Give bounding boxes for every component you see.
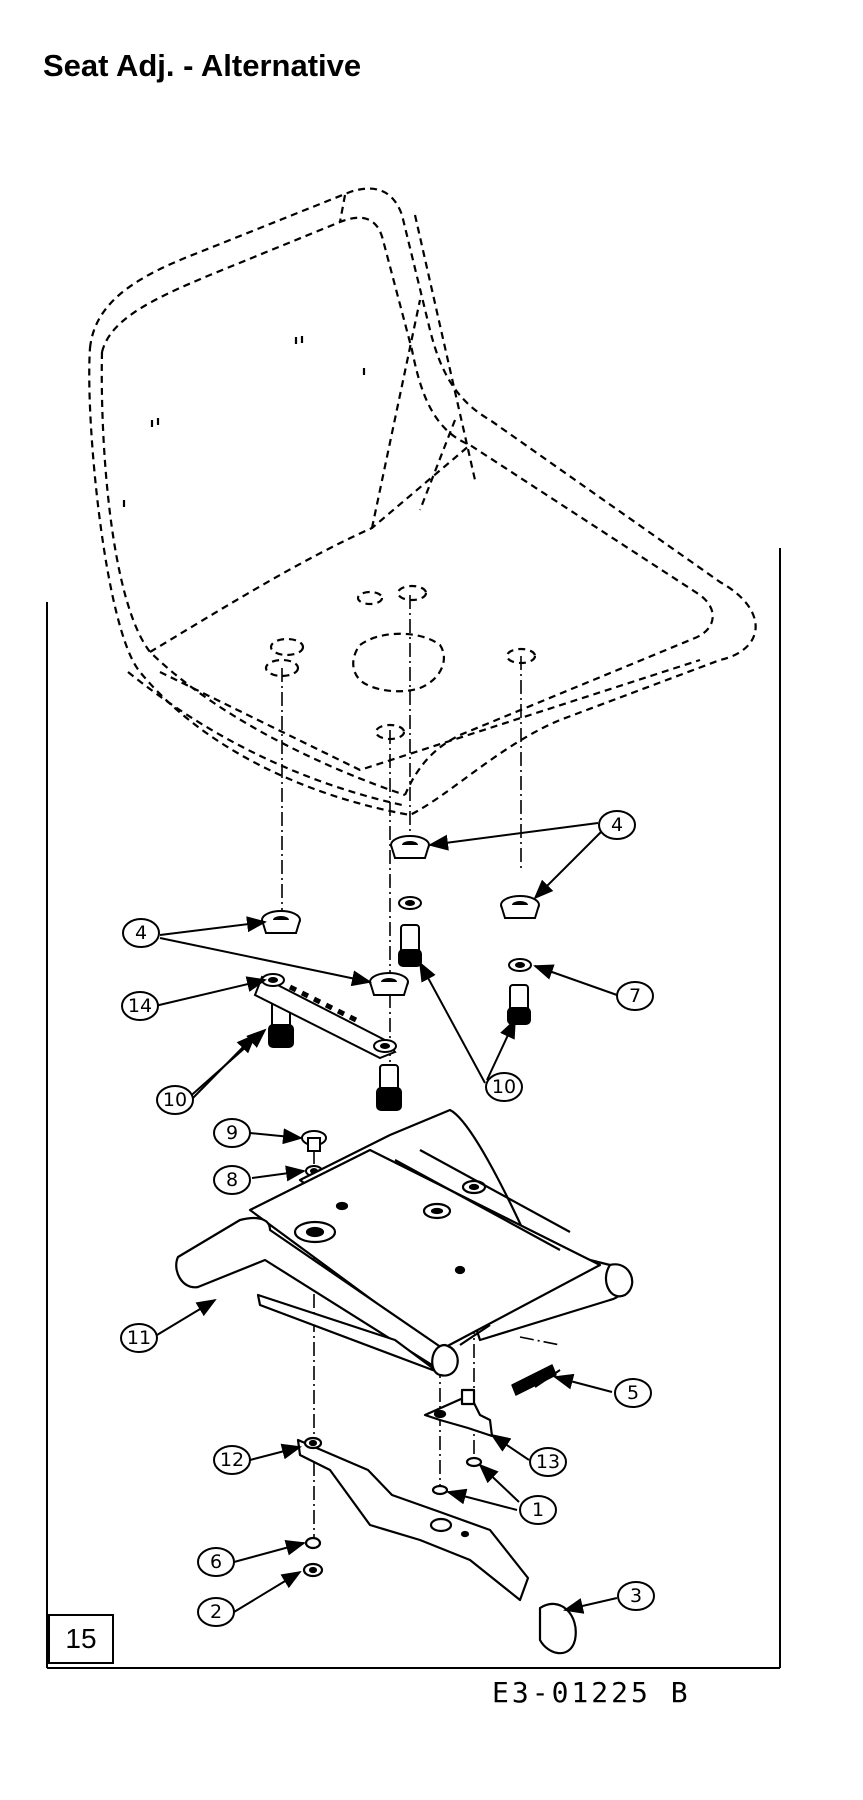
callout-label-4-left: 4 [135,922,147,944]
callout-14 [121,991,159,1021]
page-number: 15 [48,1614,114,1664]
callout-6 [197,1547,235,1577]
callout-2 [197,1597,235,1627]
callout-11 [120,1323,158,1353]
callout-label-4-right: 4 [611,814,623,836]
callout-7 [616,981,654,1011]
callout-4-right [598,810,636,840]
callout-5 [614,1378,652,1408]
callout-4-left [122,918,160,948]
callout-10-right [485,1072,523,1102]
callout-label-6: 6 [210,1551,222,1573]
callout-label-13: 13 [536,1451,560,1473]
callout-label-2: 2 [210,1601,222,1623]
callout-13 [529,1447,567,1477]
callout-3 [617,1581,655,1611]
callout-labels: 4 4 14 7 10 10 9 8 11 5 13 12 1 6 2 3 [127,814,642,1623]
callout-label-12: 12 [220,1449,244,1471]
callout-label-9: 9 [226,1122,238,1144]
callout-bubbles [120,810,655,1627]
page-frame [46,548,781,1669]
page-title: Seat Adj. - Alternative [43,48,362,83]
leader-lines [151,822,618,1614]
callout-label-10-left: 10 [163,1089,187,1111]
callout-label-10-right: 10 [492,1076,516,1098]
callout-label-11: 11 [127,1327,151,1349]
callout-12 [213,1445,251,1475]
callout-label-3: 3 [630,1585,642,1607]
slide-plate [175,1108,634,1377]
callout-label-14: 14 [128,995,152,1017]
assembly-center-lines [281,595,561,1550]
callout-10-left [156,1085,194,1115]
callout-label-1: 1 [532,1499,544,1521]
callout-label-8: 8 [226,1169,238,1191]
drawing-code: E3-01225 B [492,1676,691,1709]
callout-9 [213,1118,251,1148]
callout-label-7: 7 [629,985,641,1007]
callout-8 [213,1165,251,1195]
callout-1 [519,1495,557,1525]
mounting-hardware [253,835,540,1177]
seat-outline [88,187,757,817]
callout-label-5: 5 [627,1382,639,1404]
adjustment-lever-assembly [296,1364,577,1655]
